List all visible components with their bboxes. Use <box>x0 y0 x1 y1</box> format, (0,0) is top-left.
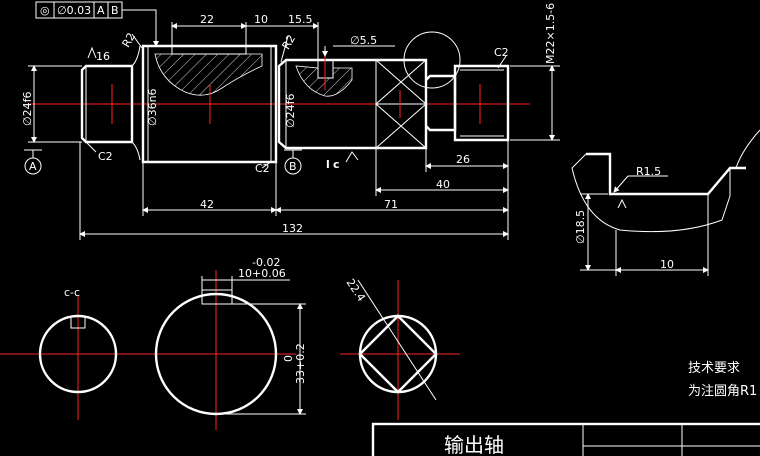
dim-22-4: 22.4 <box>344 276 368 304</box>
sec-dim-a: 0 <box>282 355 295 362</box>
tech-note: 为注圆角R1 <box>688 384 757 399</box>
left-dimensions: ∅24f6 ∅36n6 ∅24f6 A B C2 C2 l c <box>21 65 359 175</box>
dim-r2-left: R2 <box>120 31 139 50</box>
section-cc: c-c <box>0 286 150 420</box>
dim-26: 26 <box>456 153 470 166</box>
svg-text:c: c <box>333 158 340 171</box>
dim-132: 132 <box>282 222 303 235</box>
dim-thread: M22×1.5-6 <box>544 3 557 64</box>
dim-10: 10 <box>254 13 268 26</box>
gdt-symbol: ◎ <box>40 4 50 17</box>
tolerance-frame: ◎ ∅0.03 A B <box>35 1 159 47</box>
dim-dia-right: ∅24f6 <box>284 94 297 128</box>
bottom-dimensions: 42 71 132 40 26 <box>79 140 509 240</box>
dim-22: 22 <box>200 13 214 26</box>
dim-r2-right: R2 <box>280 33 299 52</box>
section-square: 22.4 <box>340 276 460 420</box>
dim-40: 40 <box>436 178 450 191</box>
dim-c2-top: C2 <box>494 46 509 59</box>
dim-10-detail: 10 <box>660 258 674 271</box>
dim-dia-18-5: ∅18.5 <box>574 210 587 244</box>
tech-notes: 技术要求 为注圆角R1 <box>688 361 757 399</box>
title-block: 输出轴 <box>371 422 760 456</box>
detail-view: R1.5 ∅18.5 10 <box>571 129 760 276</box>
dim-42: 42 <box>200 198 214 211</box>
dim-dia-left: ∅24f6 <box>21 92 34 126</box>
dim-15-5: 15.5 <box>288 13 313 26</box>
section-keyway: -0.02 10+0.06 0 33+0.2 <box>140 256 307 430</box>
dim-71: 71 <box>384 198 398 211</box>
gdt-datum-b: B <box>111 4 119 17</box>
datum-b: B <box>289 160 297 173</box>
dim-c2-left: C2 <box>98 150 113 163</box>
label-cc: c-c <box>64 286 80 299</box>
top-dimensions: 22 10 15.5 ∅5.5 R2 R2 C2 M22×1.5-6 16 <box>87 3 560 141</box>
gdt-datum-a: A <box>97 4 105 17</box>
datum-a: A <box>29 160 37 173</box>
sec-dim-b: 33+0.2 <box>294 343 307 384</box>
drawing-title: 输出轴 <box>444 433 504 456</box>
dim-hole-5-5: ∅5.5 <box>350 34 377 47</box>
roughness-left: 16 <box>96 50 110 63</box>
dim-dia-mid: ∅36n6 <box>146 88 159 126</box>
tech-heading: 技术要求 <box>688 361 740 376</box>
key-tol-upper: -0.02 <box>252 256 280 269</box>
gdt-value: ∅0.03 <box>57 4 91 17</box>
dim-r1-5: R1.5 <box>636 165 661 178</box>
key-width: 10+0.06 <box>238 267 286 280</box>
svg-text:l: l <box>326 158 330 171</box>
